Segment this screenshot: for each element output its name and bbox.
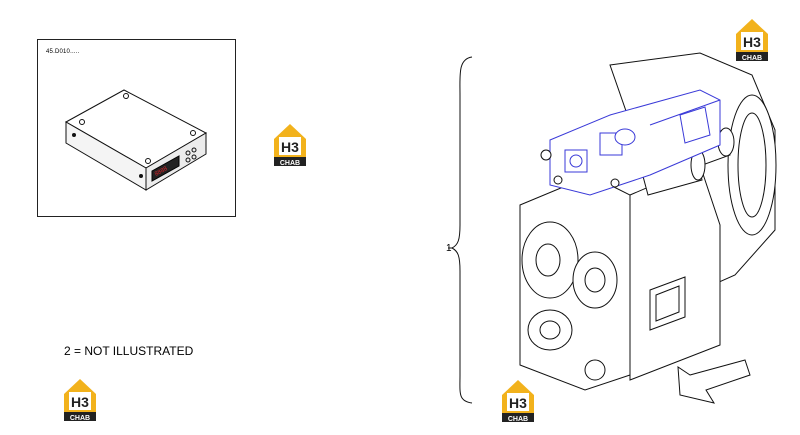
svg-text:CHAB: CHAB — [280, 160, 300, 167]
transmission-assembly-illustration — [519, 52, 777, 404]
hydraulic-valve-block — [549, 89, 721, 196]
direction-arrow — [677, 359, 751, 404]
svg-text:H3: H3 — [281, 139, 299, 155]
brand-logo-bottom-center: H3 CHAB — [502, 380, 534, 423]
svg-text:H3: H3 — [509, 395, 527, 411]
svg-text:H3: H3 — [743, 34, 761, 50]
svg-text:CHAB: CHAB — [70, 415, 90, 422]
brand-logo-middle: H3 CHAB — [274, 124, 306, 167]
brand-logo-bottom-left: H3 CHAB — [64, 379, 96, 422]
svg-text:CHAB: CHAB — [742, 55, 762, 62]
not-illustrated-note: 2 = NOT ILLUSTRATED — [64, 344, 194, 358]
control-unit-illustration: 8888 — [64, 89, 208, 191]
brand-logo-top-right: H3 CHAB — [736, 19, 768, 62]
inset-part-code: 45.D010..... — [46, 49, 80, 55]
svg-text:H3: H3 — [71, 394, 89, 410]
inset-box: 45.D010..... 8888 — [37, 39, 236, 217]
svg-text:CHAB: CHAB — [508, 416, 528, 423]
group-bracket — [448, 56, 473, 404]
